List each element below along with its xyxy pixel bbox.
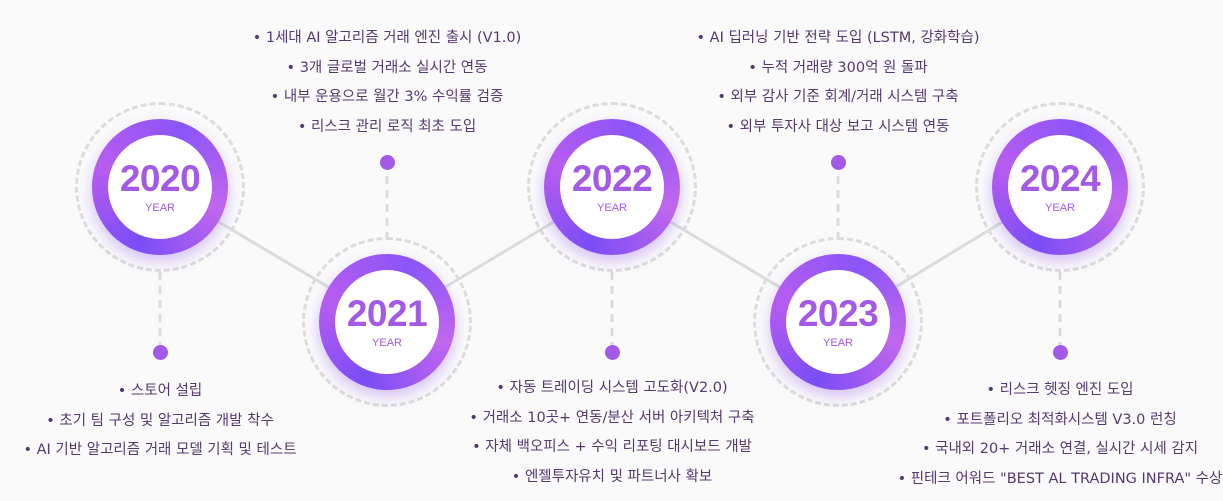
milestone-item: • AI 기반 알고리즘 거래 모델 기획 및 테스트 [23,442,297,458]
year-number: 2023 [797,293,879,334]
year-node-2024: 2024 YEAR [975,102,1145,272]
timeline-dot [1053,345,1068,360]
gradient-ring: 2020 YEAR [92,119,228,255]
milestone-list-2024: • 리스크 헷징 엔진 도입 • 포트폴리오 최적화시스템 V3.0 런칭 • 국내… [850,376,1223,494]
milestone-item: • 거래소 10곳+ 연동/분산 서버 아키텍처 구축 [469,409,755,426]
year-number: 2020 [119,158,201,199]
year-node-2021: 2021 YEAR [302,237,472,407]
year-number: 2024 [1019,158,1101,199]
year-label: YEAR [145,202,175,214]
milestone-item: • 엔젤투자유치 및 파트너사 확보 [511,468,713,485]
milestone-item: • 리스크 관리 로직 최초 도입 [297,118,477,135]
milestone-list-2021: • 1세대 AI 알고리즘 거래 엔진 출시 (V1.0) • 3개 글로벌 거래… [177,24,597,142]
year-label: YEAR [372,337,402,349]
milestone-item: • 국내외 20+ 거래소 연결, 실시간 시세 감지 [921,441,1199,457]
milestone-item: • 포트폴리오 최적화시스템 V3.0 런칭 [943,411,1177,428]
gradient-ring: 2021 YEAR [319,254,455,390]
year-label: YEAR [823,337,853,349]
milestone-item: • 초기 팀 구성 및 알고리즘 개발 착수 [46,412,274,429]
dashed-ring [753,237,923,407]
timeline-dot [831,155,846,170]
year-badge: 2020 YEAR [108,135,212,239]
milestone-item: • AI 딥러닝 기반 전략 도입 (LSTM, 강화학습) [696,30,980,46]
year-node-2023: 2023 YEAR [753,237,923,407]
year-node-2022: 2022 YEAR [527,102,697,272]
dashed-ring [302,237,472,407]
timeline-dot [153,345,168,360]
dashed-ring [975,102,1145,272]
year-badge: 2023 YEAR [786,270,890,374]
milestone-item: • 1세대 AI 알고리즘 거래 엔진 출시 (V1.0) [252,30,522,46]
milestone-item: • 누적 거래량 300억 원 돌파 [748,59,928,76]
gradient-ring: 2024 YEAR [992,119,1128,255]
milestone-item: • 자동 트레이딩 시스템 고도화(V2.0) [496,380,728,396]
year-label: YEAR [597,202,627,214]
milestone-item: • 외부 투자사 대상 보고 시스템 연동 [726,118,950,135]
milestone-list-2022: • 자동 트레이딩 시스템 고도화(V2.0) • 거래소 10곳+ 연동/분산 … [402,374,822,492]
gradient-ring: 2022 YEAR [544,119,680,255]
dashed-ring [527,102,697,272]
timeline-dot [380,155,395,170]
milestone-item: • 리스크 헷징 엔진 도입 [986,382,1134,398]
year-badge: 2021 YEAR [335,270,439,374]
year-number: 2022 [571,158,653,199]
milestone-list-2023: • AI 딥러닝 기반 전략 도입 (LSTM, 강화학습) • 누적 거래량 3… [628,24,1048,142]
gradient-ring: 2023 YEAR [770,254,906,390]
milestone-item: • 3개 글로벌 거래소 실시간 연동 [286,59,488,76]
year-label: YEAR [1045,202,1075,214]
year-number: 2021 [346,293,428,334]
year-badge: 2022 YEAR [560,135,664,239]
milestone-item: • 외부 감사 기준 회계/거래 시스템 구축 [717,89,959,105]
timeline-dot [605,345,620,360]
dashed-ring [75,102,245,272]
milestone-item: • 스토어 설립 [117,383,203,399]
milestone-item: • 내부 운용으로 월간 3% 수익률 검증 [270,89,504,105]
year-badge: 2024 YEAR [1008,135,1112,239]
milestone-list-2020: • 스토어 설립 • 초기 팀 구성 및 알고리즘 개발 착수 • AI 기반 알고… [0,377,370,466]
milestone-item: • 핀테크 어워드 "BEST AL TRADING INFRA" 수상 [897,470,1223,487]
milestone-item: • 자체 백오피스 + 수익 리포팅 대시보드 개발 [472,439,752,455]
year-node-2020: 2020 YEAR [75,102,245,272]
